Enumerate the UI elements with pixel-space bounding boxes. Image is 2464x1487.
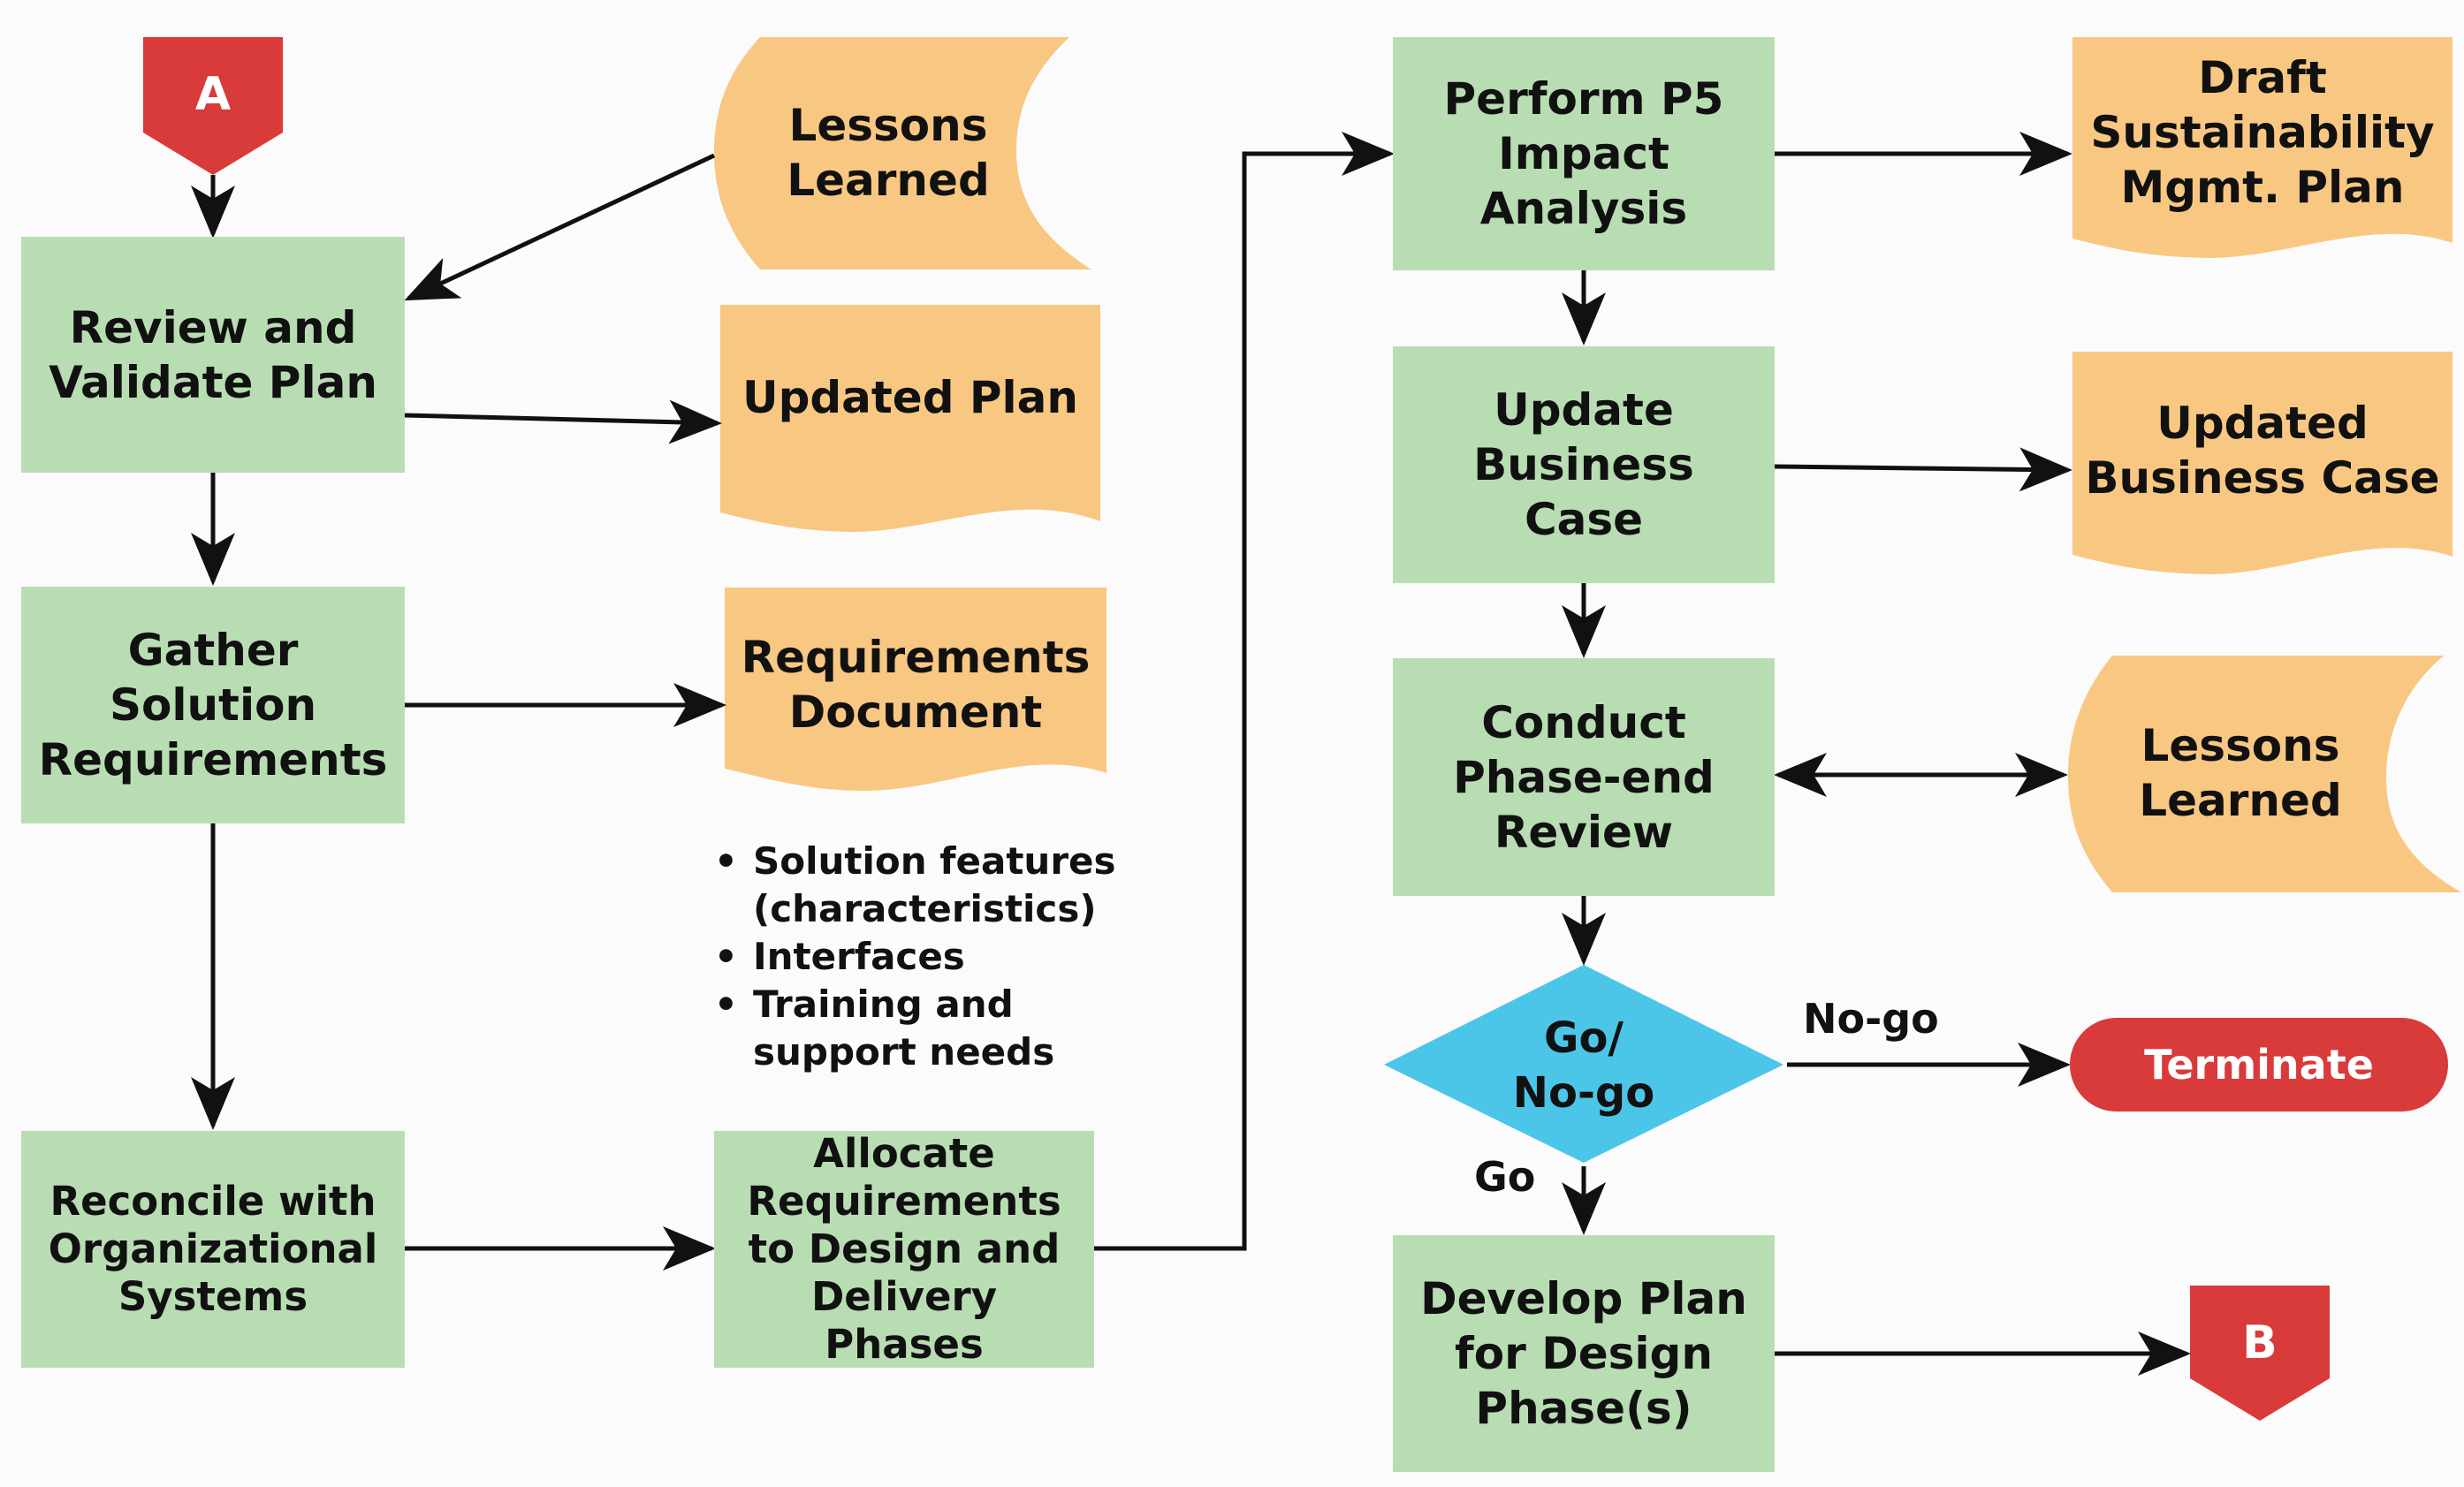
document-shape-lessons-right: [2068, 656, 2461, 892]
process-review-validate-plan: Review and Validate Plan: [21, 237, 405, 473]
requirements-bullet-list: Solution features (characteristics) Inte…: [714, 838, 1129, 1076]
process-perform-p5-impact-analysis: Perform P5 Impact Analysis: [1393, 37, 1775, 270]
bullet-item: Training and support needs: [714, 981, 1129, 1076]
document-updated-plan: Updated Plan: [741, 372, 1079, 423]
document-shape-lessons-top: [714, 37, 1091, 269]
connector-a-shape: [143, 37, 283, 175]
process-reconcile-organizational-systems: Reconcile with Organizational Systems: [21, 1131, 405, 1368]
terminate-node: Terminate: [2070, 1018, 2448, 1111]
connector-b-shape: [2190, 1286, 2330, 1421]
arrow-update-bc-to-updated-bc: [1774, 447, 2072, 492]
document-requirements: Requirements Document: [741, 632, 1091, 738]
document-shape-draft-smp: [2072, 37, 2453, 258]
arrow-allocate-to-perform: [1094, 132, 1395, 1251]
arrow-lessons-to-review: [404, 153, 716, 301]
document-shape-updated-bc: [2072, 352, 2453, 574]
process-develop-plan-design-phase: Develop Plan for Design Phase(s): [1393, 1235, 1775, 1472]
document-shape-requirements: [725, 588, 1107, 791]
process-gather-solution-requirements: Gather Solution Requirements: [21, 587, 405, 823]
decision-nogo-label: No-go: [1803, 995, 1939, 1043]
decision-label: Go/ No-go: [1512, 1013, 1655, 1118]
document-shape-updated-plan: [720, 305, 1100, 532]
bullet-item: Solution features (characteristics): [714, 838, 1129, 933]
decision-go-label: Go: [1474, 1153, 1536, 1201]
process-update-business-case: Update Business Case: [1393, 346, 1775, 583]
connector-b-label: B: [2242, 1316, 2278, 1369]
connector-a-label: A: [194, 68, 232, 121]
arrow-review-to-updated-plan: [404, 399, 722, 444]
bullet-item: Interfaces: [714, 933, 1129, 981]
document-draft-sustainability-plan: Draft Sustainability Mgmt. Plan: [2090, 52, 2435, 213]
document-updated-business-case: Updated Business Case: [2085, 398, 2440, 504]
process-conduct-phase-end-review: Conduct Phase-end Review: [1393, 658, 1775, 896]
document-lessons-learned-right: Lessons Learned: [2139, 720, 2342, 826]
document-lessons-learned-top: Lessons Learned: [787, 100, 990, 206]
decision-diamond: [1384, 965, 1783, 1163]
process-allocate-requirements: Allocate Requirements to Design and Deli…: [714, 1130, 1094, 1368]
